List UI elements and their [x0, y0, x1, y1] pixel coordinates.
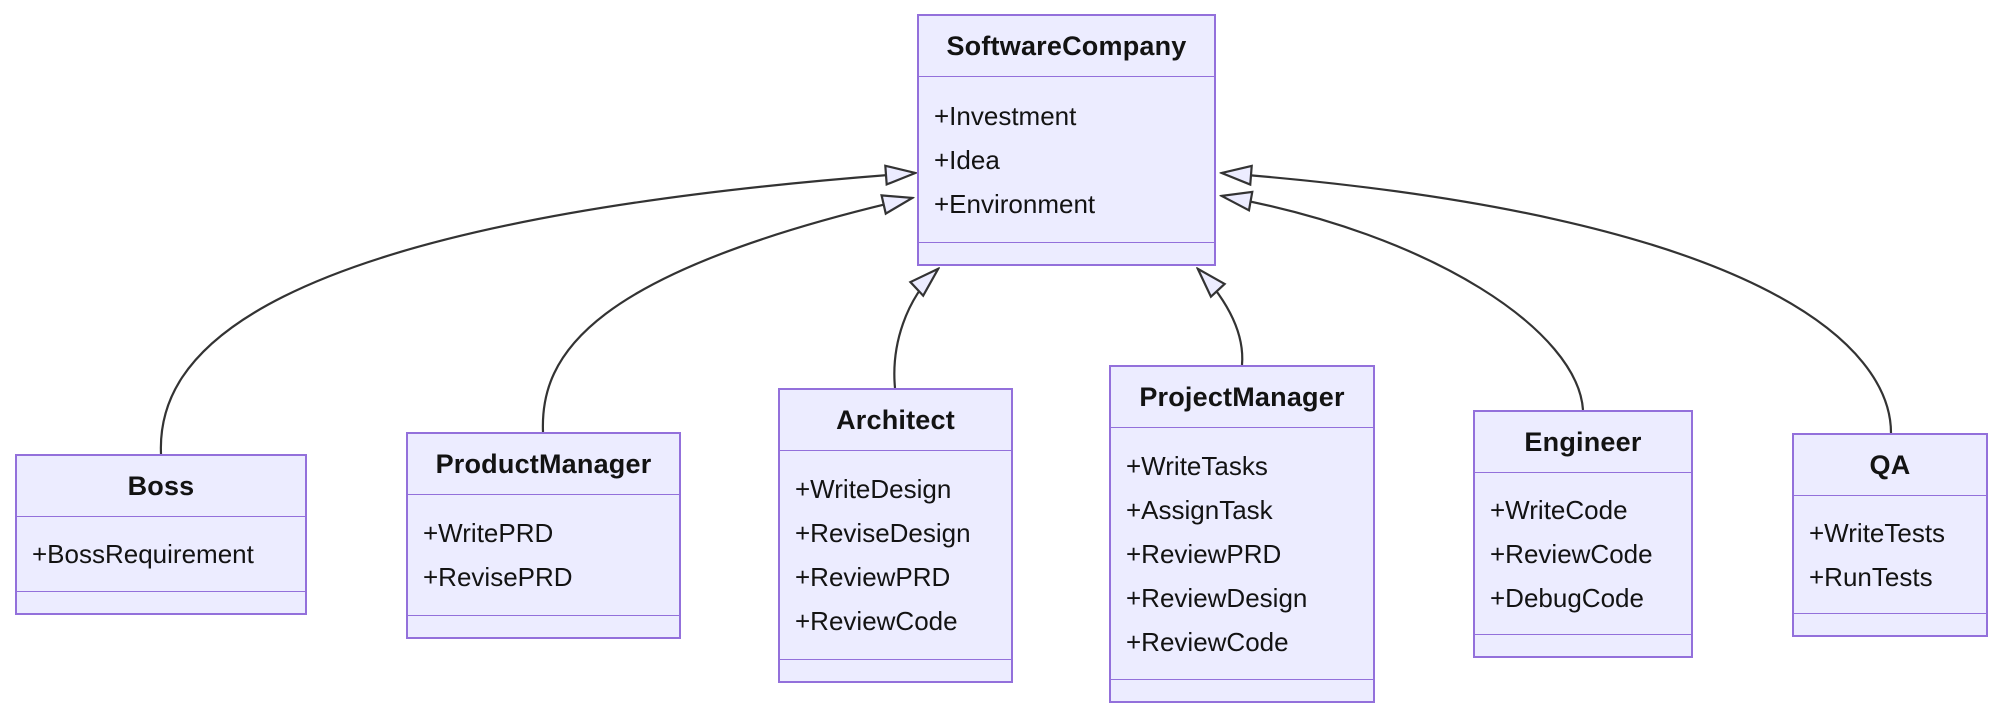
class-title: Engineer: [1524, 426, 1642, 457]
class-member: +AssignTask: [1126, 494, 1273, 525]
class-member: +WriteTests: [1809, 517, 1946, 548]
class-methods-empty: [780, 659, 1011, 681]
class-member: +ReviseDesign: [795, 518, 971, 548]
class-methods-empty: [17, 591, 305, 613]
class-member: +RevisePRD: [423, 562, 573, 592]
class-members: +WritePRD +RevisePRD: [408, 494, 679, 615]
class-methods-empty: [408, 615, 679, 637]
class-qa: QA +WriteTests +RunTests: [1792, 433, 1988, 637]
class-members: +WriteDesign +ReviseDesign +ReviewPRD +R…: [780, 450, 1011, 659]
class-members: +WriteTasks +AssignTask +ReviewPRD +Revi…: [1111, 427, 1373, 679]
edge-productmanager-extends-softwarecompany: [541, 198, 912, 433]
edge-boss-extends-softwarecompany: [159, 173, 915, 455]
class-methods-empty: [1111, 679, 1373, 701]
class-member: +ReviewCode: [795, 606, 958, 636]
class-member: +WritePRD: [423, 518, 554, 548]
class-member: +ReviewPRD: [1126, 538, 1282, 569]
class-engineer: Engineer +WriteCode +ReviewCode +DebugCo…: [1473, 410, 1693, 658]
class-title: Architect: [836, 404, 955, 435]
edge-qa-extends-softwarecompany: [1222, 173, 1893, 434]
class-members: +BossRequirement: [17, 516, 305, 591]
class-member: +WriteCode: [1490, 494, 1628, 525]
class-member: +Environment: [934, 188, 1096, 219]
class-title: QA: [1869, 449, 1911, 480]
class-title: ProductManager: [435, 448, 652, 479]
edge-architect-extends-softwarecompany: [893, 269, 938, 389]
class-member: +Idea: [934, 144, 1000, 175]
class-member: +WriteDesign: [795, 474, 952, 504]
class-member: +ReviewCode: [1126, 626, 1289, 657]
class-title: SoftwareCompany: [946, 30, 1187, 61]
class-member: +ReviewDesign: [1126, 582, 1308, 613]
edge-engineer-extends-softwarecompany: [1222, 196, 1585, 411]
class-member: +RunTests: [1809, 561, 1933, 592]
edge-projectmanager-extends-softwarecompany: [1198, 269, 1244, 366]
class-projectmanager: ProjectManager +WriteTasks +AssignTask +…: [1109, 365, 1375, 703]
class-title: Boss: [127, 470, 195, 501]
class-member: +ReviewCode: [1490, 538, 1653, 569]
class-members: +WriteTests +RunTests: [1794, 495, 1986, 613]
class-member: +ReviewPRD: [795, 562, 951, 592]
class-member: +WriteTasks: [1126, 450, 1268, 481]
class-methods-empty: [919, 242, 1214, 264]
class-member: +BossRequirement: [32, 539, 254, 569]
class-methods-empty: [1794, 613, 1986, 635]
class-boss: Boss +BossRequirement: [15, 454, 307, 615]
class-softwarecompany: SoftwareCompany +Investment +Idea +Envir…: [917, 14, 1216, 266]
class-productmanager: ProductManager +WritePRD +RevisePRD: [406, 432, 681, 639]
class-member: +DebugCode: [1490, 582, 1644, 613]
class-methods-empty: [1475, 634, 1691, 656]
class-architect: Architect +WriteDesign +ReviseDesign +Re…: [778, 388, 1013, 683]
class-title: ProjectManager: [1139, 381, 1345, 412]
class-members: +WriteCode +ReviewCode +DebugCode: [1475, 472, 1691, 634]
class-member: +Investment: [934, 100, 1077, 131]
class-members: +Investment +Idea +Environment: [919, 76, 1214, 242]
